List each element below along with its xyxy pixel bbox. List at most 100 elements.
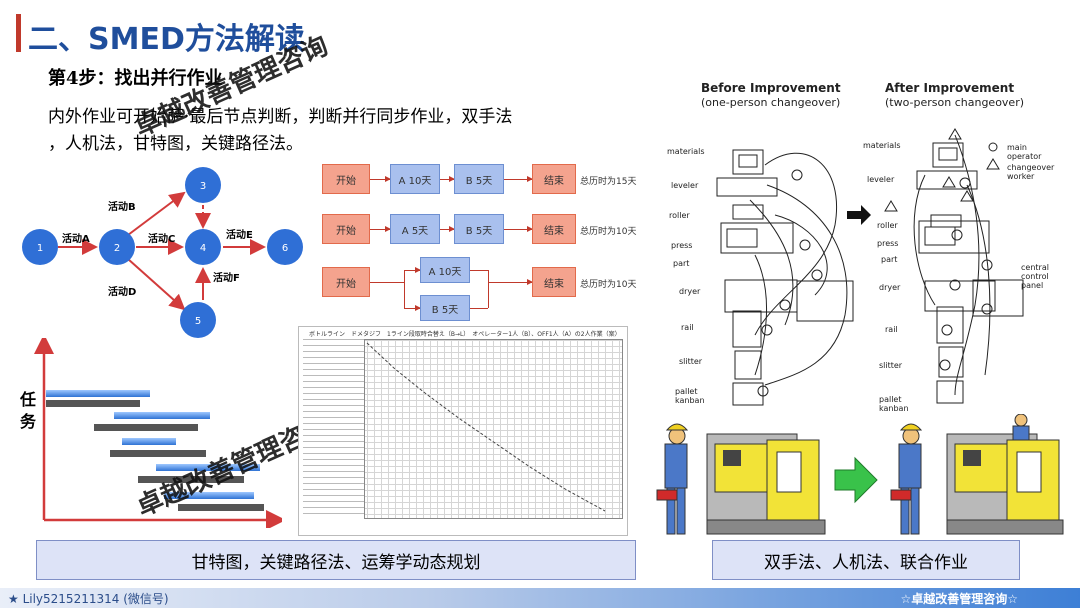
node-4: 4 bbox=[185, 229, 221, 265]
page-title: 二、SMED方法解读 bbox=[28, 22, 305, 57]
flow-arrow bbox=[504, 176, 533, 182]
flow-line bbox=[470, 270, 488, 271]
label-press-after: press bbox=[877, 239, 899, 248]
flow-row1-a: A 10天 bbox=[390, 164, 440, 194]
flow-line bbox=[404, 270, 405, 308]
legend-changeover: changeover bbox=[1007, 163, 1055, 172]
flow-row1-b: B 5天 bbox=[454, 164, 504, 194]
label-activity-c: 活动C bbox=[148, 232, 175, 245]
flow-arrow bbox=[488, 279, 533, 285]
flow-line bbox=[488, 270, 489, 308]
before-title: Before Improvement bbox=[701, 81, 841, 95]
flow-arrow bbox=[440, 226, 455, 232]
svg-text:6: 6 bbox=[282, 243, 288, 254]
label-part: part bbox=[673, 259, 690, 268]
legend-panel: panel bbox=[1021, 281, 1044, 290]
legend-main: main bbox=[1007, 143, 1027, 152]
label-slitter: slitter bbox=[679, 357, 703, 366]
gantt-bar bbox=[156, 464, 260, 471]
svg-text:5: 5 bbox=[195, 316, 201, 327]
label-materials-after: materials bbox=[863, 141, 901, 150]
flow-row2-note: 总历时为10天 bbox=[580, 227, 637, 237]
label-activity-d: 活动D bbox=[108, 285, 136, 298]
flow-arrow bbox=[404, 267, 421, 273]
label-dryer: dryer bbox=[679, 287, 701, 296]
label-press: press bbox=[671, 241, 693, 250]
title-accent-bar bbox=[16, 14, 21, 52]
flow-row1-start: 开始 bbox=[322, 164, 370, 194]
timetable-header: ボトルライン ドメタジフ 1ライン段取時合替え（B→L） オペレーター1人（B）… bbox=[309, 331, 621, 338]
label-slitter-after: slitter bbox=[879, 361, 903, 370]
after-subtitle: (two-person changeover) bbox=[885, 96, 1025, 109]
flow-diagram: 开始 A 10天 B 5天 结束 总历时为15天 开始 A 5天 B 5天 结束… bbox=[322, 160, 640, 300]
gantt-chart: 任 务 bbox=[14, 338, 282, 528]
label-activity-b: 活动B bbox=[108, 200, 136, 213]
before-after-layout: Before Improvement (one-person changeove… bbox=[655, 75, 1065, 413]
description-line-1: 内外作业可开始萨·最后节点判断，判断并行同步作业，双手法 bbox=[48, 107, 513, 127]
gantt-bar-actual bbox=[138, 476, 244, 483]
after-title: After Improvement bbox=[885, 81, 1015, 95]
flow-row3-start: 开始 bbox=[322, 267, 370, 297]
flow-parallel: 开始 A 10天 B 5天 结束 总历时为10天 bbox=[322, 255, 640, 325]
node-6: 6 bbox=[267, 229, 303, 265]
operation-timetable: ボトルライン ドメタジフ 1ライン段取時合替え（B→L） オペレーター1人（B）… bbox=[298, 326, 628, 536]
flow-row2-b: B 5天 bbox=[454, 214, 504, 244]
flow-row2-a: A 5天 bbox=[390, 214, 440, 244]
gantt-bar-actual bbox=[94, 424, 198, 431]
node-1: 1 bbox=[22, 229, 58, 265]
network-diagram: 1 2 3 4 5 6 活动A 活动B 活动C 活动D 活动E 活动F bbox=[22, 167, 303, 338]
svg-text:3: 3 bbox=[200, 181, 206, 192]
step-heading: 第4步：找出并行作业 bbox=[48, 68, 223, 89]
label-roller-after: roller bbox=[877, 221, 898, 230]
footer-brand: ☆卓越改善管理咨询☆ bbox=[900, 592, 1018, 606]
legend-central: central bbox=[1021, 263, 1049, 272]
label-pallet-after: pallet bbox=[879, 395, 902, 404]
label-rail-after: rail bbox=[885, 325, 898, 334]
flow-line bbox=[470, 308, 488, 309]
svg-text:4: 4 bbox=[200, 243, 206, 254]
flow-line bbox=[370, 282, 404, 283]
flow-arrow bbox=[440, 176, 455, 182]
gantt-bar-actual bbox=[46, 400, 140, 407]
label-activity-f: 活动F bbox=[213, 271, 240, 284]
node-2: 2 bbox=[99, 229, 135, 265]
before-subtitle: (one-person changeover) bbox=[701, 96, 841, 109]
node-3: 3 bbox=[185, 167, 221, 203]
timetable-progress-line bbox=[366, 342, 606, 512]
gantt-bar bbox=[164, 492, 254, 499]
edge-b bbox=[127, 191, 186, 236]
label-leveler-after: leveler bbox=[867, 175, 895, 184]
label-leveler: leveler bbox=[671, 181, 699, 190]
legend-control: control bbox=[1021, 272, 1049, 281]
flow-arrow bbox=[504, 226, 533, 232]
edge-d bbox=[127, 258, 186, 311]
flow-row3-a: A 10天 bbox=[420, 257, 470, 283]
flow-row1-note: 总历时为15天 bbox=[580, 177, 637, 187]
caption-right: 双手法、人机法、联合作业 bbox=[712, 540, 1020, 580]
machine-illustrations bbox=[656, 414, 1064, 535]
flow-row2-start: 开始 bbox=[322, 214, 370, 244]
legend-operator: operator bbox=[1007, 152, 1042, 161]
description-text: 内外作业可开始萨·最后节点判断，判断并行同步作业，双手法 ，人机法，甘特图，关键… bbox=[48, 104, 638, 158]
gantt-bar-actual bbox=[178, 504, 264, 511]
label-dryer-after: dryer bbox=[879, 283, 901, 292]
flow-row2-end: 结束 bbox=[532, 214, 576, 244]
label-activity-e: 活动E bbox=[226, 228, 253, 241]
gantt-bar bbox=[114, 412, 210, 419]
gantt-axes bbox=[34, 338, 282, 528]
label-kanban: kanban bbox=[675, 396, 705, 405]
gantt-y-label-2: 务 bbox=[20, 412, 37, 431]
flow-row3-end: 结束 bbox=[532, 267, 576, 297]
legend-worker: worker bbox=[1007, 172, 1035, 181]
footer-bar bbox=[0, 588, 1080, 608]
flow-row1-end: 结束 bbox=[532, 164, 576, 194]
svg-text:2: 2 bbox=[114, 243, 120, 254]
label-kanban-after: kanban bbox=[879, 404, 909, 413]
gantt-y-label-1: 任 bbox=[20, 390, 37, 409]
flow-row3-b: B 5天 bbox=[420, 295, 470, 321]
gantt-bar-actual bbox=[110, 450, 206, 457]
label-roller: roller bbox=[669, 211, 690, 220]
flow-arrow bbox=[370, 226, 391, 232]
label-part-after: part bbox=[881, 255, 898, 264]
gantt-bar bbox=[46, 390, 150, 397]
